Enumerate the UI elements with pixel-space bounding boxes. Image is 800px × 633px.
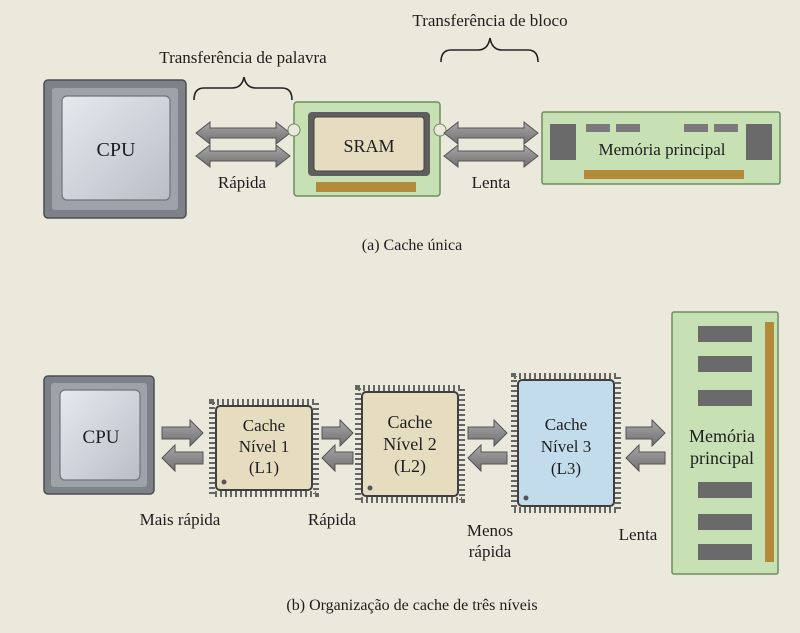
cache-l1-chip: Cache Nível 1 (L1)	[209, 399, 319, 497]
cpu-label-a: CPU	[97, 139, 136, 161]
caption-a: (a) Cache única	[362, 237, 462, 254]
cpu-chip-a: CPU	[43, 79, 187, 219]
sram-label: SRAM	[343, 136, 394, 156]
cache-l3-chip: Cache Nível 3 (L3)	[511, 373, 621, 513]
cpu-sram-arrows	[195, 120, 291, 169]
memory-label-a: Memória principal	[599, 140, 726, 159]
l2-line1: Cache	[388, 412, 433, 432]
l3-line2: Nível 3	[541, 437, 592, 456]
speed-slow-label-a: Lenta	[472, 173, 511, 192]
main-memory-stick-a: Memória principal	[541, 111, 781, 185]
l2-line2: Nível 2	[383, 434, 437, 454]
cpu-chip-b: CPU	[43, 375, 155, 495]
main-memory-stick-b: Memória principal	[671, 311, 779, 575]
part-b-three-level-cache: CPU Cache Nível 1 (L1) Cache Nível 2	[43, 311, 779, 614]
l1-line3: (L1)	[249, 458, 279, 477]
caption-b: (b) Organização de cache de três níveis	[286, 597, 537, 614]
speed-fast-label-b: Rápida	[308, 510, 357, 529]
block-transfer-brace	[440, 37, 539, 63]
l3-line3: (L3)	[551, 459, 581, 478]
memory-label-b-line1: Memória	[689, 426, 755, 446]
l1-l2-arrows	[321, 418, 354, 473]
speed-slow-label-b: Lenta	[619, 525, 658, 544]
cpu-l1-arrows	[161, 418, 204, 473]
l1-line2: Nível 1	[239, 437, 290, 456]
l2-line3: (L2)	[394, 456, 426, 477]
word-transfer-brace	[193, 76, 293, 101]
speed-less-fast-line1: Menos	[467, 521, 513, 540]
part-a-single-cache: Transferência de palavra Transferência d…	[43, 11, 781, 254]
sram-module: SRAM	[287, 101, 447, 197]
sram-memory-arrows	[443, 120, 539, 169]
memory-label-b-line2: principal	[690, 448, 754, 468]
cpu-label-b: CPU	[83, 427, 120, 448]
l3-memory-arrows	[625, 418, 666, 473]
cache-l2-chip: Cache Nível 2 (L2)	[355, 385, 465, 503]
l1-line1: Cache	[243, 416, 285, 435]
l3-line1: Cache	[545, 415, 587, 434]
block-transfer-label: Transferência de bloco	[412, 11, 567, 30]
speed-less-fast-line2: rápida	[469, 542, 512, 561]
l2-l3-arrows	[467, 418, 508, 473]
speed-fastest-label: Mais rápida	[140, 510, 221, 529]
speed-fast-label-a: Rápida	[218, 173, 267, 192]
word-transfer-label: Transferência de palavra	[159, 48, 327, 67]
